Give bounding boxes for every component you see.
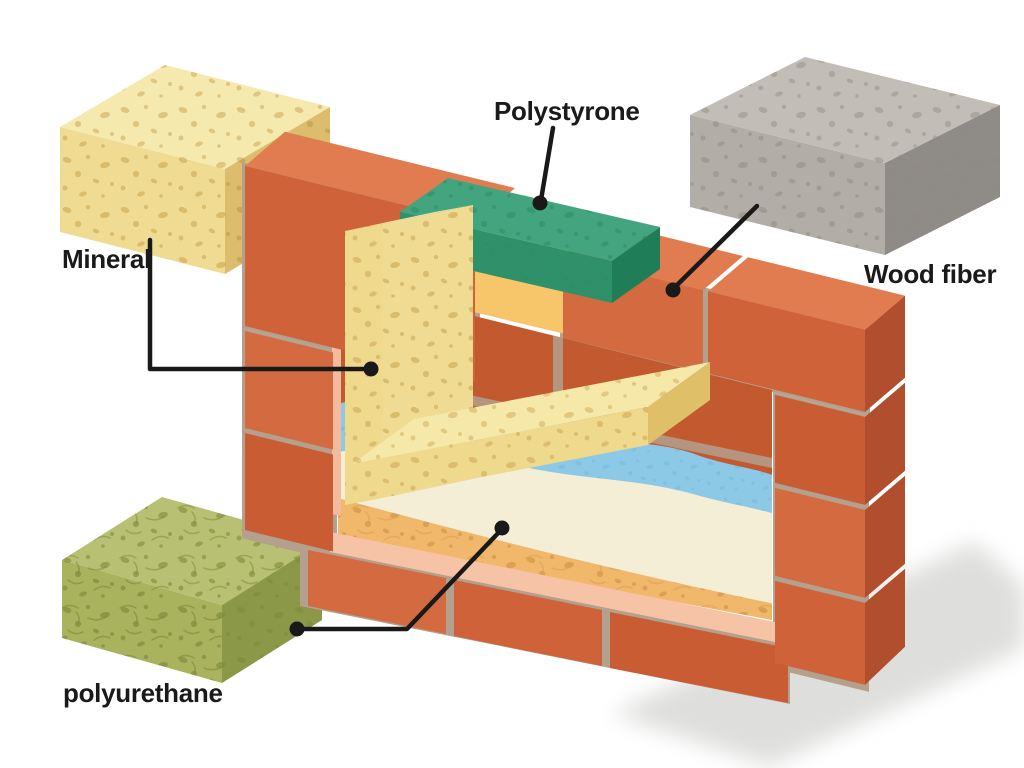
label-wood-fiber: Wood fiber [864,259,996,289]
brick [245,331,333,450]
horizontal-sponge-panel-top-face [352,362,710,464]
leader-dot-mineral [363,361,379,377]
leader-lines [147,125,760,637]
brick [245,433,333,552]
horizontal-sponge-panel-side-face [648,362,710,445]
polystyrene-slab-top-face [400,178,660,261]
brick-side-face [865,295,905,412]
mineral-block-top-face [60,65,330,169]
brick-side-face [865,382,905,505]
insulation-cream-layer [338,447,772,612]
label-polystyrene: Polystyrone [494,96,640,126]
leader-dot-polyurethane-end [494,520,510,536]
brick [708,257,905,412]
brick [308,550,446,634]
brick [610,612,788,703]
brick-side-face [865,475,905,598]
brick [454,580,602,666]
brick-side-face [865,568,905,685]
horizontal-sponge-panel-front-face [352,407,648,502]
vertical-sponge-panel-front-face [345,224,383,505]
label-polyurethane: polyurethane [63,678,223,708]
brick-front-face [775,394,865,505]
label-mineral: Mineral [62,244,151,274]
leader-dot-polyurethane-start [289,621,305,637]
polyurethane-block-front-face [62,560,222,683]
horizontal-sponge-panel [352,362,710,502]
polystyrene-slab-side-face [612,227,660,303]
brick-front-face [708,291,865,412]
leader-dot-wood-fiber [665,282,681,298]
brick-top-face [708,257,905,330]
wall-bottom-row [300,532,790,704]
brick [775,568,905,685]
wood-fiber-block-side-face [885,105,1000,255]
leader-line-wood-fiber [671,203,760,291]
brick-front-face [775,487,865,598]
mineral-block-front-face [60,127,225,274]
leader-line-polystyrene [538,125,556,203]
leader-line-mineral [147,237,374,372]
vertical-sponge-panel-top-face [345,205,473,231]
wood-fiber-block [690,57,1000,255]
brick [775,382,905,505]
wood-fiber-block-top-face [690,57,1000,163]
leader-line-polyurethane [294,526,505,632]
polyurethane-block-side-face [222,542,322,683]
brick-front-face [775,580,865,685]
labels: Mineral Polystyrone Wood fiber polyureth… [62,96,997,708]
leader-dot-polystyrene [532,195,548,211]
brick [775,475,905,598]
wood-fiber-block-front-face [690,115,885,255]
opening-bottom-sill [330,532,775,642]
